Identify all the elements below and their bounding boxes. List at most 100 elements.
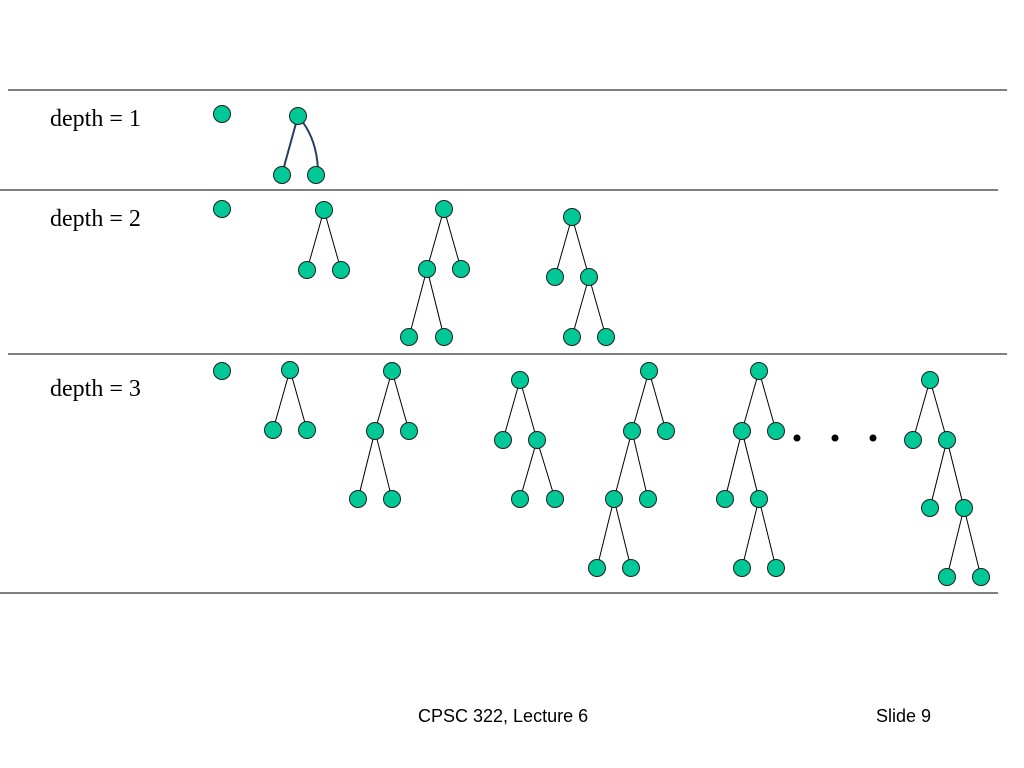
tree-edge [741, 430, 760, 500]
tree-node [298, 421, 316, 439]
depth-2-label: depth = 2 [50, 206, 141, 232]
tree-node [938, 568, 956, 586]
tree-node [307, 166, 325, 184]
tree-node [716, 490, 734, 508]
tree-edge [357, 430, 376, 500]
tree-edge [408, 268, 428, 338]
tree-node [264, 421, 282, 439]
tree-edge [929, 439, 948, 509]
tree-edge [631, 370, 650, 432]
tree-node [273, 166, 291, 184]
tree-node [972, 568, 990, 586]
tree-node [213, 362, 231, 380]
tree-edge [724, 430, 743, 500]
tree-edge [571, 216, 590, 278]
highlighted-edge [281, 115, 299, 175]
tree-node [563, 328, 581, 346]
tree-edge [648, 370, 667, 432]
tree-edge [536, 439, 556, 500]
tree-node [213, 200, 231, 218]
tree-edge [963, 507, 982, 578]
tree-edge [741, 498, 760, 569]
tree-node [622, 559, 640, 577]
tree-edge [571, 276, 590, 338]
tree-node [349, 490, 367, 508]
tree-node [921, 499, 939, 517]
tree-edge [613, 430, 633, 500]
tree-node [400, 422, 418, 440]
tree-node [597, 328, 615, 346]
tree-node [298, 261, 316, 279]
ellipsis-dots [793, 434, 877, 442]
tree-node [921, 371, 939, 389]
tree-edge [426, 208, 445, 270]
tree-node [383, 490, 401, 508]
tree-node [733, 559, 751, 577]
depth-1-label: depth = 1 [50, 106, 141, 132]
tree-node [580, 268, 598, 286]
tree-edge [289, 369, 308, 431]
tree-node [640, 362, 658, 380]
tree-node [938, 431, 956, 449]
tree-edge [758, 370, 777, 432]
tree-edge [519, 379, 538, 441]
tree-node [418, 260, 436, 278]
tree-node [750, 362, 768, 380]
tree-edge [929, 379, 948, 441]
tree-edge [758, 498, 777, 569]
tree-edge [741, 370, 760, 432]
tree-edge [374, 430, 393, 500]
tree-node [767, 422, 785, 440]
tree-edge [502, 379, 521, 441]
footer-slide-number: Slide 9 [876, 706, 932, 726]
tree-node [315, 201, 333, 219]
tree-node [546, 268, 564, 286]
ellipsis-dot [831, 434, 839, 442]
ellipsis-dot [869, 434, 877, 442]
tree-node [494, 431, 512, 449]
tree-node [546, 490, 564, 508]
tree-node [657, 422, 675, 440]
tree-node [435, 200, 453, 218]
footer-course: CPSC 322, Lecture 6 [418, 706, 589, 726]
tree-node [955, 499, 973, 517]
tree-node [750, 490, 768, 508]
tree-edge [912, 379, 931, 441]
tree-node [213, 105, 231, 123]
tree-node [563, 208, 581, 226]
tree-edge [596, 498, 615, 569]
tree-node [400, 328, 418, 346]
tree-edge [443, 208, 462, 270]
row-separators [0, 89, 1007, 594]
tree-edge [946, 507, 965, 578]
tree-node [452, 260, 470, 278]
tree-node [435, 328, 453, 346]
tree-edge [323, 209, 342, 271]
tree-node [511, 490, 529, 508]
tree-node [528, 431, 546, 449]
tree-node [605, 490, 623, 508]
ellipsis-dot [793, 434, 801, 442]
tree-node [366, 422, 384, 440]
tree-node [383, 362, 401, 380]
tree-node [767, 559, 785, 577]
tree-edge [554, 216, 573, 278]
tree-node [639, 490, 657, 508]
tree-edge [946, 439, 965, 509]
depth-3-label: depth = 3 [50, 376, 141, 402]
tree-edge [588, 276, 607, 338]
tree-node [511, 371, 529, 389]
tree-edges [272, 115, 982, 578]
tree-node [904, 431, 922, 449]
tree-edge [613, 498, 632, 569]
tree-edge [272, 369, 291, 431]
tree-edge [391, 370, 410, 432]
tree-edge [519, 439, 538, 500]
tree-node [623, 422, 641, 440]
tree-nodes [213, 105, 990, 586]
tree-node [733, 422, 751, 440]
tree-edge [374, 370, 393, 432]
highlighted-edge [297, 115, 319, 175]
tree-edge [306, 209, 325, 271]
